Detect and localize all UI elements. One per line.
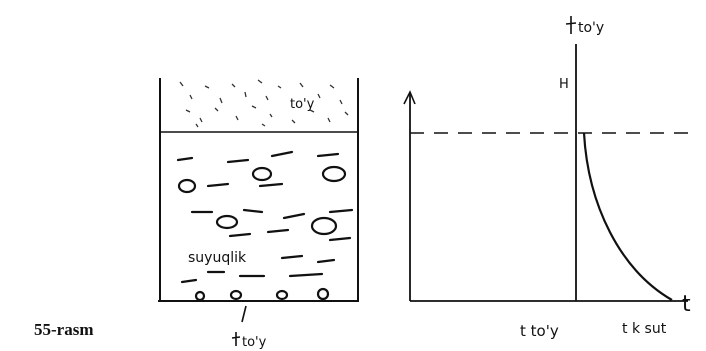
- t-glyph: [232, 332, 240, 346]
- x-tick-t-toy: t to'y: [520, 322, 559, 340]
- t-glyph: [566, 16, 576, 34]
- top-layer-label: to'y: [290, 97, 315, 112]
- decay-curve: [584, 133, 672, 300]
- axis-h-label: H: [559, 77, 569, 92]
- graph: [404, 44, 695, 301]
- x-tick-t-prefix: t: [622, 321, 628, 337]
- bottom-label-text: to'y: [242, 335, 267, 350]
- bottom-pointer: [242, 306, 246, 322]
- top-t-label: to'y: [566, 16, 604, 36]
- x-tick-k-sut: k sut: [632, 321, 667, 337]
- axis-t-label: t: [682, 292, 691, 317]
- bottom-t-label: to'y: [232, 332, 267, 350]
- top-label-text: to'y: [578, 20, 604, 36]
- top-layer-speckles: [180, 80, 348, 127]
- liquid-bubbles: [179, 167, 345, 300]
- figure-caption: 55-rasm: [34, 320, 93, 339]
- liquid-label: suyuqlik: [188, 250, 247, 266]
